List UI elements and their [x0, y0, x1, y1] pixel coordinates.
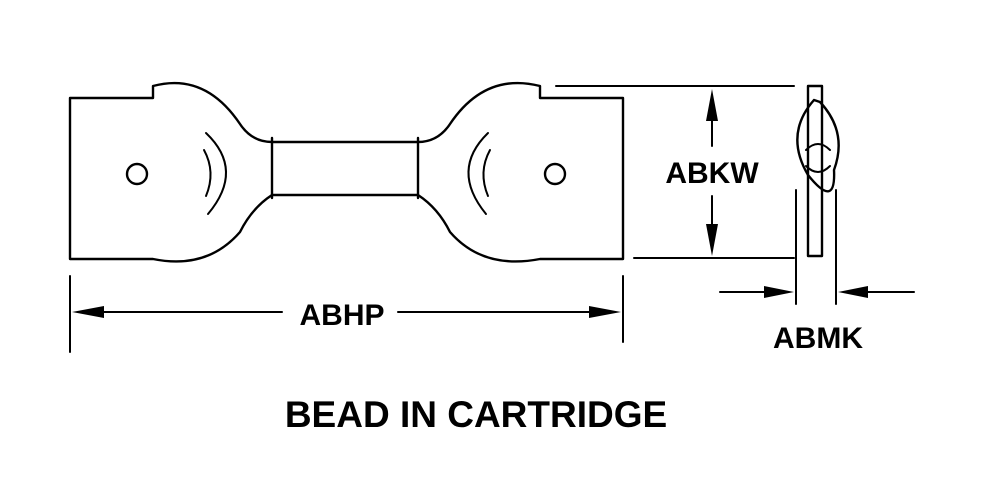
side-bead-inner — [805, 143, 831, 151]
dimension-thickness: ABMK — [719, 189, 915, 355]
thickness-label: ABMK — [773, 322, 863, 355]
cartridge-front-view — [68, 81, 625, 263]
right-inner-arc-inner — [482, 149, 491, 197]
cartridge-outline — [68, 81, 625, 263]
left-inner-arc-outer — [205, 132, 227, 215]
thickness-arrow-right — [838, 286, 868, 298]
side-bead-outline — [796, 98, 840, 193]
dimension-length: ABHP — [69, 275, 624, 353]
length-label: ABHP — [299, 299, 384, 332]
height-label: ABKW — [665, 157, 759, 190]
cartridge-side-view — [796, 84, 840, 258]
side-bead-inner-lower — [805, 165, 831, 173]
height-arrow-bottom — [706, 224, 718, 256]
length-arrow-left — [72, 306, 104, 318]
left-inner-arc-inner — [203, 149, 212, 197]
right-inner-arc-outer — [467, 132, 489, 215]
left-hole — [125, 162, 149, 186]
height-arrow-top — [706, 89, 718, 121]
drawing-title: BEAD IN CARTRIDGE — [285, 394, 667, 435]
length-arrow-right — [589, 306, 621, 318]
right-hole — [543, 162, 567, 186]
thickness-arrow-left — [764, 286, 794, 298]
dimension-height: ABKW — [555, 85, 795, 259]
